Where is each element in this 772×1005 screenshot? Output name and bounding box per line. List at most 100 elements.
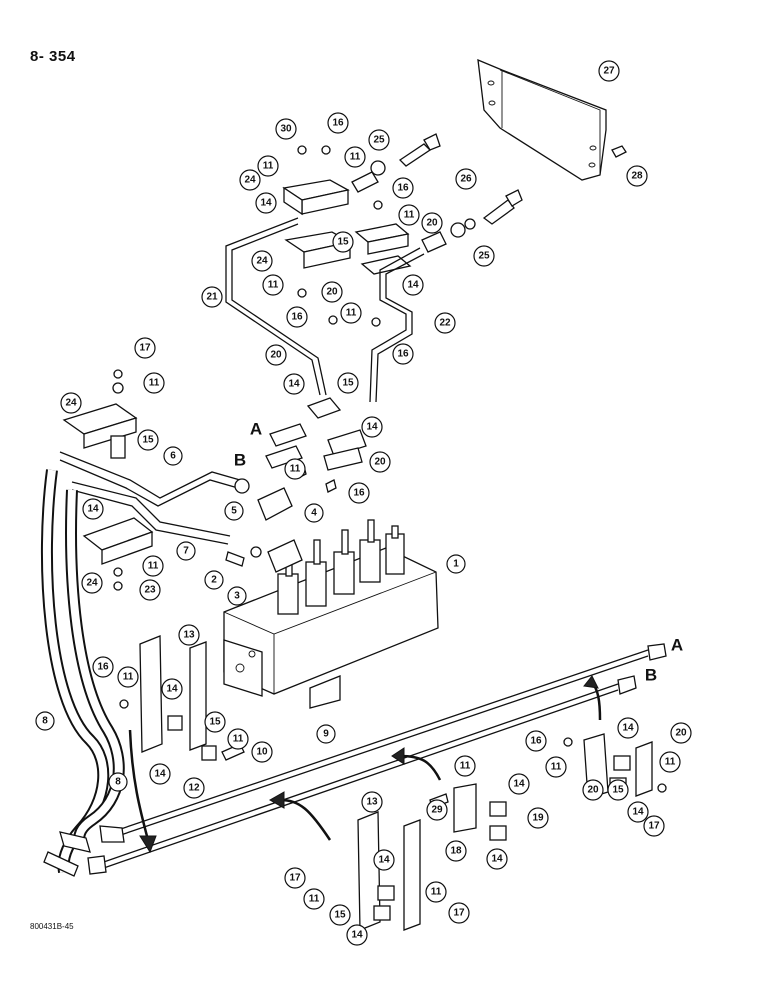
callout-c24d: 24 xyxy=(81,572,103,594)
callout-c20a: 20 xyxy=(421,212,443,234)
callout-label: 24 xyxy=(244,175,256,186)
callout-circle xyxy=(369,451,391,473)
callout-label: 20 xyxy=(675,728,687,739)
callout-c14d: 14 xyxy=(361,416,383,438)
callout-circle xyxy=(286,306,308,328)
hoses xyxy=(40,469,125,877)
callout-label: 14 xyxy=(513,779,525,790)
callout-circle xyxy=(117,666,139,688)
callout-c11k: 11 xyxy=(454,755,476,777)
callout-c17d: 17 xyxy=(643,815,665,837)
callout-label: 22 xyxy=(439,318,451,329)
callout-circle xyxy=(161,678,183,700)
callout-label: 17 xyxy=(648,821,660,832)
callout-circle xyxy=(327,112,349,134)
callout-circle xyxy=(670,722,692,744)
callout-c14h: 14 xyxy=(508,773,530,795)
callout-circle xyxy=(434,312,456,334)
callout-c11g: 11 xyxy=(284,458,306,480)
callout-c14j: 14 xyxy=(373,849,395,871)
callout-c21: 21 xyxy=(201,286,223,308)
callout-c15c: 15 xyxy=(137,429,159,451)
callout-label: 11 xyxy=(350,152,361,163)
control-valve xyxy=(223,487,439,709)
callout-circle xyxy=(473,245,495,267)
callout-label: 16 xyxy=(332,118,344,129)
callout-circle xyxy=(134,337,156,359)
callout-label: 20 xyxy=(270,350,282,361)
callout-c14m: 14 xyxy=(627,801,649,823)
callout-label: 16 xyxy=(291,312,303,323)
page-number: 8- 354 xyxy=(30,48,76,65)
callout-label: 14 xyxy=(491,854,503,865)
callout-label: 15 xyxy=(334,910,346,921)
callout-c20c: 20 xyxy=(265,344,287,366)
callout-circle xyxy=(525,730,547,752)
left-tube-assembly xyxy=(59,369,250,591)
callout-c15a: 15 xyxy=(332,231,354,253)
callout-c14l: 14 xyxy=(617,717,639,739)
callout-circle xyxy=(361,791,383,813)
callout-c20b: 20 xyxy=(321,281,343,303)
callout-circle xyxy=(425,881,447,903)
callout-circle xyxy=(598,60,620,82)
callout-c2: 2 xyxy=(204,570,224,590)
callout-c25a: 25 xyxy=(368,129,390,151)
callout-circle xyxy=(617,717,639,739)
callout-label: 14 xyxy=(351,930,363,941)
callout-label: 14 xyxy=(378,855,390,866)
callout-circle xyxy=(340,302,362,324)
callout-circle xyxy=(178,624,200,646)
callout-circle xyxy=(445,840,467,862)
callout-circle xyxy=(35,711,55,731)
callout-circle xyxy=(329,904,351,926)
callout-circle xyxy=(201,286,223,308)
callout-label: 16 xyxy=(530,736,542,747)
callout-label: 27 xyxy=(603,66,615,77)
callout-c11c: 11 xyxy=(398,204,420,226)
callout-c18: 18 xyxy=(445,840,467,862)
callout-c11n: 11 xyxy=(545,756,567,778)
callout-circle xyxy=(398,204,420,226)
callout-label: 23 xyxy=(144,585,156,596)
callout-circle xyxy=(176,541,196,561)
callout-circle xyxy=(204,711,226,733)
callout-c14a: 14 xyxy=(255,192,277,214)
callout-circle xyxy=(137,429,159,451)
callout-c20d: 20 xyxy=(369,451,391,473)
callout-c8b: 8 xyxy=(108,772,128,792)
callout-label: 4 xyxy=(311,508,317,519)
callout-label: 15 xyxy=(342,378,354,389)
callout-label: 16 xyxy=(97,662,109,673)
callout-circle xyxy=(251,250,273,272)
callout-c4: 4 xyxy=(304,503,324,523)
callout-c8a: 8 xyxy=(35,711,55,731)
callout-label: 17 xyxy=(139,343,151,354)
callout-label: 12 xyxy=(188,783,200,794)
callout-circle xyxy=(108,772,128,792)
callout-c14k: 14 xyxy=(346,924,368,946)
callout-label: 26 xyxy=(460,174,472,185)
callout-c11e: 11 xyxy=(340,302,362,324)
callout-label: 19 xyxy=(532,813,544,824)
figure-code: 800431B-45 xyxy=(30,922,74,931)
callout-c24a: 24 xyxy=(239,169,261,191)
callout-c14c: 14 xyxy=(283,373,305,395)
callout-label: 25 xyxy=(478,251,490,262)
callout-label: 14 xyxy=(407,280,419,291)
callout-label: 15 xyxy=(142,435,154,446)
callout-circle xyxy=(321,281,343,303)
callout-c29: 29 xyxy=(426,799,448,821)
callout-label: 14 xyxy=(622,723,634,734)
callout-circle xyxy=(332,231,354,253)
callout-label: 16 xyxy=(353,488,365,499)
callout-label: 24 xyxy=(256,256,268,267)
callout-circle xyxy=(257,155,279,177)
callout-label: 24 xyxy=(65,398,77,409)
callout-circle xyxy=(284,458,306,480)
callout-c11f: 11 xyxy=(143,372,165,394)
mounting-bracket xyxy=(477,58,627,181)
callout-label: 11 xyxy=(263,161,274,172)
callout-c13a: 13 xyxy=(178,624,200,646)
callout-layer: 2728263016251111241611142015252411201421… xyxy=(35,60,692,946)
